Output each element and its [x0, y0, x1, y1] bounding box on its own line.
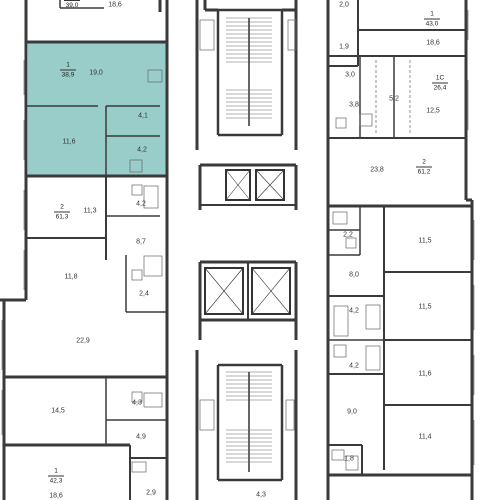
room-area: 18,6	[108, 1, 122, 9]
room-area: 11,8	[64, 273, 78, 281]
apartment-tag-f: 1С 26,4	[432, 75, 448, 92]
windows	[1, 10, 475, 465]
room-area: 11,6	[62, 138, 76, 146]
room-area: 4,2	[349, 307, 359, 315]
dashed-partitions	[375, 60, 411, 134]
apartment-divider	[432, 82, 448, 84]
apartment-divider	[60, 69, 76, 71]
apartment-number: 1С	[435, 74, 445, 82]
room-area: 5,2	[389, 95, 399, 103]
room-area: 18,6	[49, 492, 63, 500]
room-area: 4,9	[136, 433, 146, 441]
elevator-2	[255, 169, 285, 201]
room-area: 11,3	[83, 207, 97, 215]
room-area: 4,2	[137, 146, 147, 154]
apartment-tag-a: 1 38,9	[60, 62, 76, 79]
apartment-divider	[54, 211, 70, 213]
elevator-4	[251, 267, 291, 315]
apartment-tag-b: 2 61,3	[54, 204, 70, 221]
room-area: 12,5	[426, 107, 440, 115]
room-area: 2,4	[139, 290, 149, 298]
room-area: 18,6	[426, 39, 440, 47]
room-area: 11,5	[418, 237, 432, 245]
elevators	[204, 169, 291, 315]
apartment-tag-g: 2 61,2	[416, 159, 432, 176]
room-area: 19,0	[89, 69, 103, 77]
room-area: 9,0	[347, 408, 357, 416]
apartment-area: 43,0	[425, 20, 439, 28]
fixtures	[129, 19, 381, 473]
room-area: 22,9	[76, 337, 90, 345]
room-area: 4,1	[138, 112, 148, 120]
room-area: 4,2	[349, 362, 359, 370]
room-area: 1,8	[344, 455, 354, 463]
stair-steps-bottom	[226, 371, 272, 472]
apartment-number: 1	[54, 467, 58, 475]
apartment-divider	[48, 475, 64, 477]
apartment-area: 61,2	[417, 168, 431, 176]
room-area: 8,7	[136, 238, 146, 246]
apartment-divider	[416, 166, 432, 168]
apartment-number: 2	[60, 203, 64, 211]
stair-steps-top	[226, 17, 272, 126]
apartment-number: 1	[430, 10, 434, 18]
room-area: 11,6	[418, 370, 432, 378]
room-area: 14,5	[51, 407, 65, 415]
apartment-number: 2	[422, 158, 426, 166]
highlighted-apartment[interactable]	[28, 42, 167, 176]
apartment-area: 39,0	[65, 2, 79, 9]
room-area: 1,9	[339, 43, 349, 51]
room-area: 4,3	[256, 491, 266, 499]
apartment-number: 1	[66, 61, 70, 69]
apartment-area: 26,4	[433, 84, 447, 92]
room-area: 2,2	[343, 231, 353, 239]
room-area: 23,8	[370, 166, 384, 174]
apartment-divider	[424, 18, 440, 20]
apartment-tag-c: 1 42,3	[48, 468, 64, 485]
walls	[0, 0, 474, 500]
apartment-tag-e: 1 43,0	[424, 11, 440, 28]
room-area: 11,4	[418, 433, 432, 441]
elevator-3	[204, 267, 244, 315]
room-area: 4,3	[132, 399, 142, 407]
room-area: 8,0	[349, 271, 359, 279]
apartment-tag-d: 1 39,0	[64, 0, 80, 9]
room-area: 4,2	[136, 200, 146, 208]
room-area: 11,5	[418, 303, 432, 311]
room-area: 2,0	[339, 1, 349, 9]
room-area: 3,0	[345, 71, 355, 79]
room-area: 3,8	[349, 101, 359, 109]
apartment-divider	[64, 0, 80, 1]
apartment-area: 38,9	[61, 71, 75, 79]
room-area: 2,9	[146, 489, 156, 497]
apartment-area: 42,3	[49, 477, 63, 485]
apartment-area: 61,3	[55, 213, 69, 221]
elevator-1	[225, 169, 251, 201]
